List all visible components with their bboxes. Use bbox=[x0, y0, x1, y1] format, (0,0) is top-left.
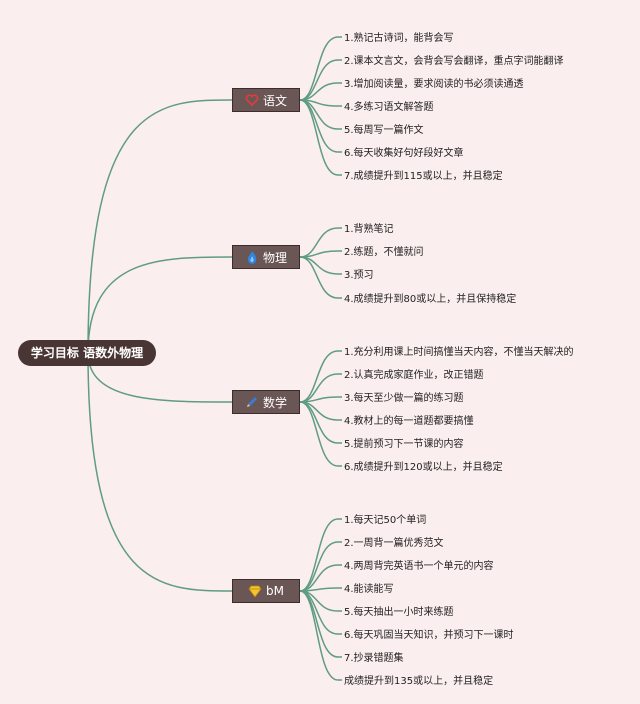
heart-icon bbox=[245, 93, 259, 107]
pencil-icon bbox=[245, 395, 259, 409]
leaf-item[interactable]: 3.增加阅读量，要求阅读的书必须读通透 bbox=[344, 79, 524, 90]
leaf-item[interactable]: 1.充分利用课上时间搞懂当天内容，不懂当天解决的 bbox=[344, 347, 574, 358]
leaf-item[interactable]: 4.成绩提升到80或以上，并且保持稳定 bbox=[344, 294, 517, 305]
branch-connector bbox=[87, 352, 233, 403]
leaf-connector bbox=[299, 227, 339, 258]
leaf-item[interactable]: 4.能读能写 bbox=[344, 584, 394, 595]
leaf-item[interactable]: 1.每天记50个单词 bbox=[344, 515, 427, 526]
leaf-item[interactable]: 3.预习 bbox=[344, 270, 374, 281]
leaf-item[interactable]: 1.背熟笔记 bbox=[344, 224, 394, 235]
leaf-item[interactable]: 7.抄录错题集 bbox=[344, 653, 404, 664]
diamond-icon bbox=[248, 584, 262, 598]
root-node[interactable]: 学习目标 语数外物理 bbox=[18, 340, 156, 366]
leaf-item[interactable]: 4.教材上的每一道题都要搞懂 bbox=[344, 416, 474, 427]
leaf-item[interactable]: 5.提前预习下一节课的内容 bbox=[344, 439, 464, 450]
leaf-item[interactable]: 4.两周背完英语书一个单元的内容 bbox=[344, 561, 494, 572]
leaf-connector bbox=[299, 256, 339, 299]
subject-node-shuxue[interactable]: 数学 bbox=[232, 390, 300, 414]
leaf-connector bbox=[299, 350, 339, 403]
leaf-item[interactable]: 4.多练习语文解答题 bbox=[344, 102, 434, 113]
subject-label: 物理 bbox=[262, 250, 287, 265]
leaf-item[interactable]: 2.课本文言文，会背会写会翻译，重点字词能翻译 bbox=[344, 56, 564, 67]
subject-node-wuli[interactable]: 物理 bbox=[232, 245, 300, 269]
flame-icon bbox=[245, 250, 259, 264]
leaf-connector bbox=[299, 590, 339, 681]
leaf-connector bbox=[299, 250, 339, 258]
leaf-connector bbox=[299, 99, 339, 176]
leaf-connector bbox=[299, 401, 339, 467]
branch-connector bbox=[87, 256, 233, 354]
subject-node-english[interactable]: bM bbox=[232, 579, 300, 603]
subject-label: bM bbox=[266, 584, 284, 598]
leaf-connector bbox=[299, 590, 339, 658]
leaf-item[interactable]: 成绩提升到135或以上，并且稳定 bbox=[344, 676, 494, 687]
branch-connector bbox=[87, 99, 233, 354]
leaf-connector bbox=[299, 99, 339, 130]
leaf-connector bbox=[299, 36, 339, 101]
leaf-item[interactable]: 5.每周写一篇作文 bbox=[344, 125, 424, 136]
leaf-item[interactable]: 2.认真完成家庭作业，改正错题 bbox=[344, 370, 484, 381]
leaf-item[interactable]: 6.每天收集好句好段好文章 bbox=[344, 148, 464, 159]
leaf-item[interactable]: 3.每天至少做一篇的练习题 bbox=[344, 393, 464, 404]
leaf-connector bbox=[299, 518, 339, 592]
leaf-item[interactable]: 2.一周背一篇优秀范文 bbox=[344, 538, 444, 549]
branch-connector bbox=[87, 352, 233, 592]
leaf-item[interactable]: 6.每天巩固当天知识，并预习下一课时 bbox=[344, 630, 514, 641]
leaf-item[interactable]: 5.每天抽出一小时来练题 bbox=[344, 607, 454, 618]
leaf-item[interactable]: 2.练题，不懂就问 bbox=[344, 247, 424, 258]
subject-label: 数学 bbox=[262, 395, 287, 410]
subject-node-yuwen[interactable]: 语文 bbox=[232, 88, 300, 112]
leaf-item[interactable]: 1.熟记古诗词，能背会写 bbox=[344, 33, 454, 44]
subject-label: 语文 bbox=[262, 93, 287, 108]
leaf-item[interactable]: 7.成绩提升到115或以上，并且稳定 bbox=[344, 171, 503, 182]
leaf-item[interactable]: 6.成绩提升到120或以上，并且稳定 bbox=[344, 462, 503, 473]
